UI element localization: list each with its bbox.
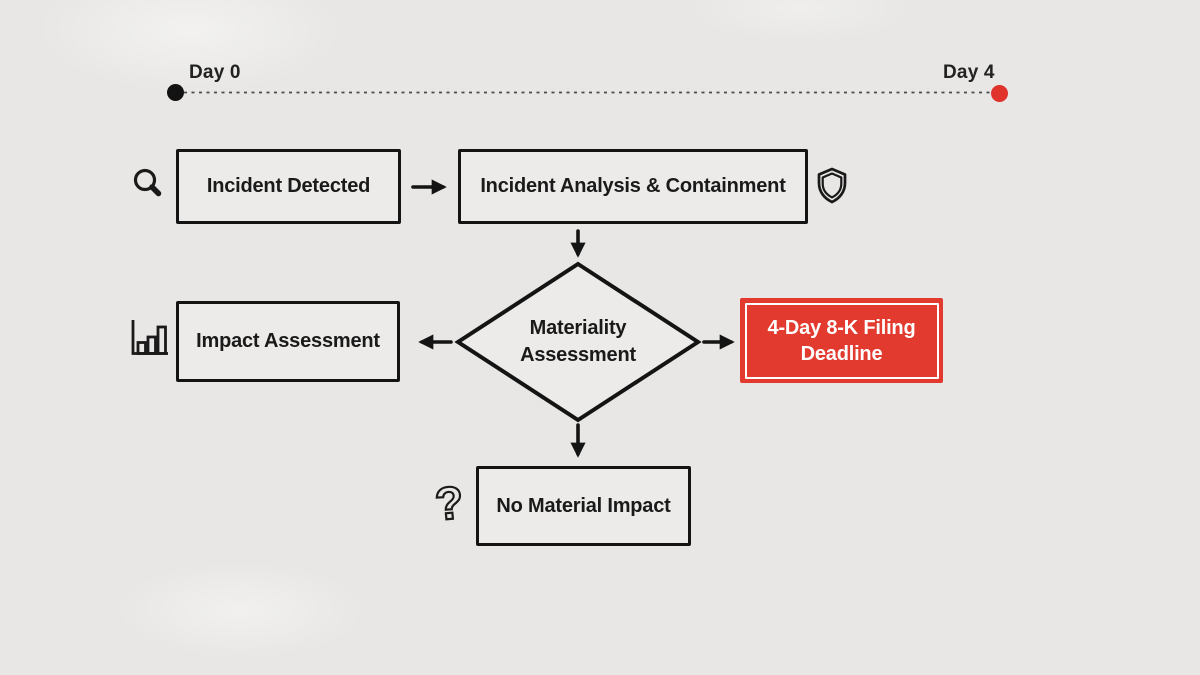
svg-text:?: ? [433,476,466,530]
bar-chart-icon [131,320,168,355]
node-filing-deadline-inner-frame: 4-Day 8-K Filing Deadline [744,302,939,379]
timeline-start-label: Day 0 [189,62,241,83]
node-no-material-impact-label: No Material Impact [496,494,671,517]
shield-icon [817,167,847,204]
node-incident-detected-label: Incident Detected [206,175,371,197]
node-impact-assessment: Impact Assessment [176,301,400,382]
node-incident-detected: Incident Detected [176,149,401,224]
node-analysis-containment-label: Incident Analysis & Containment [480,175,786,197]
node-materiality-assessment-label: Materiality Assessment [520,317,636,366]
question-mark-icon: ? [432,475,467,531]
magnifier-icon [133,168,162,197]
node-analysis-containment: Incident Analysis & Containment [458,149,808,224]
timeline-end-dot [991,85,1008,102]
timeline-end-label: Day 4 [943,62,995,83]
node-materiality-assessment: Materiality Assessment [495,308,661,376]
materiality-diamond-shape [454,261,702,423]
node-filing-deadline: 4-Day 8-K Filing Deadline [740,298,943,383]
node-filing-deadline-label: 4-Day 8-K Filing Deadline [767,316,916,365]
node-no-material-impact: No Material Impact [476,466,691,546]
timeline-start-dot [167,84,184,101]
node-impact-assessment-label: Impact Assessment [196,330,380,352]
